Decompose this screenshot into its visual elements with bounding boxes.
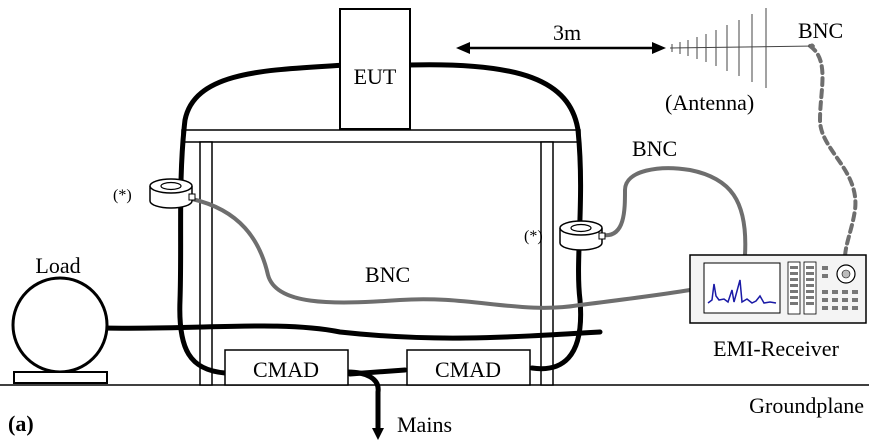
emi-receiver [689, 254, 867, 324]
load-base [13, 371, 108, 384]
current-probe-right [559, 220, 606, 251]
distance-arrowhead-right [652, 42, 666, 54]
current-probe-left [149, 178, 196, 209]
mains-cable [345, 369, 381, 435]
distance-arrowhead-left [456, 42, 470, 54]
coax-cable-right-probe [601, 166, 748, 257]
probe-right-label: (*) [524, 228, 543, 245]
figure-label: (a) [8, 411, 34, 436]
table-leg-right [540, 141, 554, 386]
antenna-label: (Antenna) [665, 90, 754, 115]
antenna-icon [669, 8, 816, 88]
bnc-upper-label: BNC [632, 136, 677, 161]
mains-label: Mains [397, 412, 452, 437]
antenna-bnc-connector [809, 43, 815, 49]
eut-box [339, 8, 411, 130]
bnc-lower-label: BNC [365, 262, 410, 287]
bnc-antenna-label: BNC [798, 18, 843, 43]
receiver-keypad-2 [803, 261, 817, 315]
cmad-right-box [406, 349, 531, 386]
distance-arrow [456, 42, 666, 54]
cmad-left-box [224, 349, 349, 386]
mains-arrowhead [372, 428, 384, 440]
receiver-label: EMI-Receiver [713, 336, 839, 361]
load-cable [102, 323, 603, 341]
table [181, 129, 581, 386]
receiver-screen [703, 262, 781, 314]
power-cable-right [405, 62, 584, 372]
coax-cables [190, 166, 748, 310]
receiver-knob-center [841, 269, 851, 279]
power-cables [102, 62, 603, 435]
receiver-spectrum-trace [707, 279, 777, 304]
receiver-keys [790, 266, 858, 310]
table-leg-left [199, 141, 213, 386]
eut-label: EUT [354, 64, 397, 89]
cmad-link-cable [347, 367, 408, 377]
coax-cable-left-probe [190, 197, 692, 310]
table-top [181, 129, 581, 143]
coax-cable-antenna-dashed [808, 44, 858, 260]
groundplane-label: Groundplane [749, 393, 864, 418]
load-label: Load [35, 253, 80, 278]
receiver-keypad-1 [787, 261, 801, 315]
load-circle [11, 276, 109, 374]
distance-label: 3m [553, 20, 581, 45]
cmad-right-label: CMAD [435, 357, 501, 382]
cmad-left-label: CMAD [253, 357, 319, 382]
probe-left-label: (*) [113, 187, 132, 204]
